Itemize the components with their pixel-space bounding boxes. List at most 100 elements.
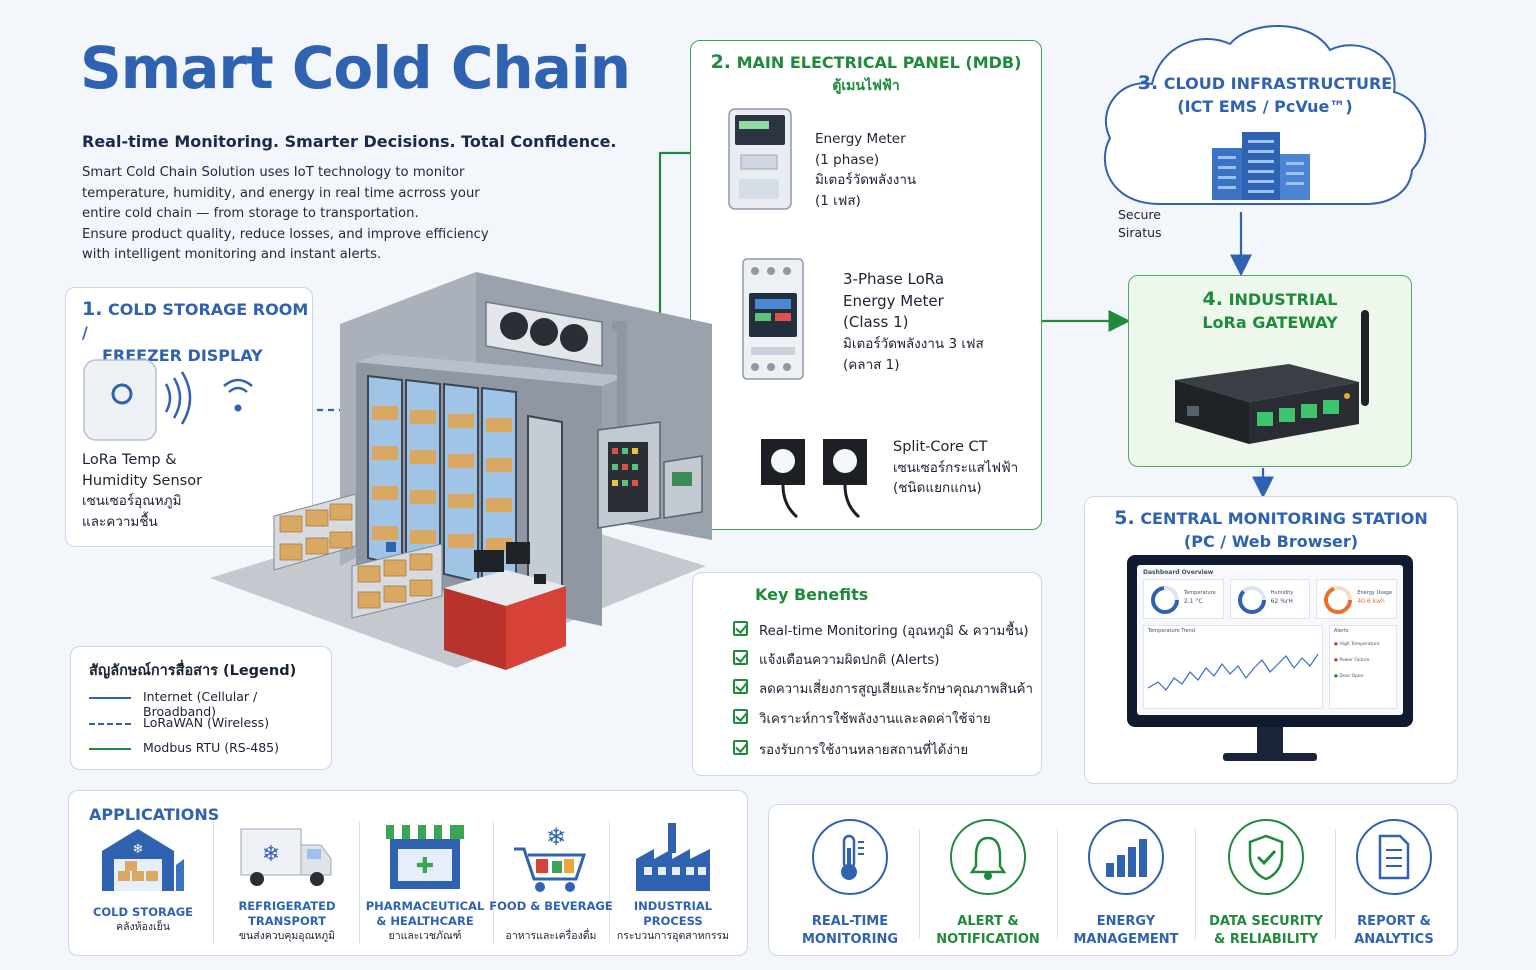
datacenter-icon — [1212, 132, 1310, 200]
cart-icon: ❄ — [514, 823, 587, 892]
gauge-temperature: Temperature 2.1 °C — [1143, 579, 1224, 619]
check-icon — [733, 679, 748, 694]
alert-item: ● High Temperature — [1334, 642, 1380, 647]
feature-alert-notification: ALERT &NOTIFICATION — [919, 819, 1057, 949]
storage-rack — [273, 493, 357, 571]
split-core-ct-label: Split-Core CT เซนเซอร์กระแสไฟฟ้า (ชนิดแย… — [893, 439, 1019, 496]
monitor-frame: Dashboard Overview Temperature 2.1 °C Hu… — [1127, 555, 1413, 727]
cloud-title: 3. CLOUD INFRASTRUCTURE (ICT EMS / PcVue… — [1137, 72, 1393, 116]
freezer-doors — [367, 374, 517, 592]
feature-data-security: DATA SECURITY& RELIABILITY — [1197, 819, 1335, 949]
feature-label: DATA SECURITY& RELIABILITY — [1209, 914, 1323, 947]
warehouse-icon: ❄ — [102, 829, 184, 891]
application-cold-storage: ❄ COLD STORAGE คลังห้องเย็น — [73, 821, 213, 935]
mdb-panel-card: 2. MAIN ELECTRICAL PANEL (MDB) ตู้เมนไฟฟ… — [690, 40, 1042, 530]
applications-card: APPLICATIONS ❄ COLD STORAGE คลังห้องเย็น… — [68, 790, 748, 956]
pharmacy-icon: ✚ — [386, 825, 464, 889]
benefits-title: Key Benefits — [755, 585, 869, 604]
description-line: entire cold chain — from storage to tran… — [82, 206, 419, 221]
benefit-item: แจ้งเตือนความผิดปกติ (Alerts) — [759, 653, 940, 668]
benefit-item: ลดความเสี่ยงการสูญเสียและรักษาคุณภาพสินค… — [759, 682, 1033, 697]
benefits-card: Key Benefits Real-time Monitoring (อุณหภ… — [692, 572, 1042, 776]
cold-room-illustration — [210, 272, 712, 670]
electrical-panel — [597, 421, 703, 529]
feature-report-analytics: REPORT &ANALYTICS — [1325, 819, 1463, 949]
benefit-item: Real-time Monitoring (อุณหภูมิ & ความชื้… — [759, 624, 1029, 639]
mdb-title-th: ตู้เมนไฟฟ้า — [832, 78, 900, 94]
bar-chart-icon — [1106, 839, 1147, 877]
legend-modbus-line — [89, 748, 131, 750]
check-icon — [733, 709, 748, 724]
checkout-counter — [444, 542, 566, 670]
gateway-title: 4. INDUSTRIAL LoRa GATEWAY — [1202, 288, 1338, 332]
applications-title: APPLICATIONS — [89, 805, 220, 824]
benefit-item: วิเคราะห์การใช้พลังงานและลดค่าใช้จ่าย — [759, 712, 991, 727]
cloud-shape — [1103, 25, 1427, 205]
truck-icon: ❄ — [240, 828, 332, 886]
energy-meter-1phase-label: Energy Meter (1 phase) มิเตอร์วัดพลังงาน… — [815, 131, 917, 209]
wifi-icon — [223, 378, 253, 387]
application-food-beverage: ❄ FOOD & BEVERAGE อาหารและเครื่องดื่ม — [489, 823, 613, 942]
gauge-humidity: Humidity 62 %rH — [1229, 579, 1311, 619]
description-line: temperature, humidity, and energy in rea… — [82, 185, 480, 201]
feature-label: ALERT &NOTIFICATION — [936, 914, 1040, 947]
energy-meter-3phase-icon — [742, 258, 804, 380]
check-icon — [733, 650, 748, 665]
application-industrial: INDUSTRIAL PROCESS กระบวนการอุตสาหกรรม — [603, 821, 743, 944]
condenser-unit — [485, 301, 603, 367]
bell-icon — [969, 836, 1007, 880]
tagline: Real-time Monitoring. Smarter Decisions.… — [82, 132, 617, 151]
page-title: Smart Cold Chain — [80, 34, 631, 102]
legend-title: สัญลักษณ์การสื่อสาร (Legend) — [89, 663, 297, 679]
gateway-card: 4. INDUSTRIAL LoRa GATEWAY — [1128, 275, 1412, 467]
mdb-title: 2. MAIN ELECTRICAL PANEL (MDB) — [710, 51, 1022, 73]
svg-text:❄: ❄ — [262, 842, 280, 867]
monitoring-station-card: 5. CENTRAL MONITORING STATION (PC / Web … — [1084, 496, 1458, 784]
gauges-row: Temperature 2.1 °C Humidity 62 %rH Energ… — [1143, 579, 1398, 619]
cold-storage-card: 1. COLD STORAGE ROOM / FREEZER DISPLAY L… — [65, 287, 313, 547]
legend-internet-line — [89, 697, 131, 699]
dashboard-screen: Dashboard Overview Temperature 2.1 °C Hu… — [1137, 565, 1403, 715]
dashboard-title: Dashboard Overview — [1143, 569, 1214, 576]
gauge-energy: Energy Usage 40.6 kwh — [1316, 579, 1398, 619]
trend-panel: Temperature Trend — [1143, 625, 1323, 709]
lora-gateway-icon — [1175, 310, 1369, 444]
svg-text:❄: ❄ — [546, 823, 566, 851]
description-line: Smart Cold Chain Solution uses IoT techn… — [82, 165, 465, 180]
application-refrigerated-transport: ❄ REFRIGERATED TRANSPORT ขนส่งควบคุมอุณห… — [217, 821, 357, 944]
feature-label: REPORT &ANALYTICS — [1354, 914, 1434, 947]
energy-meter-1phase-icon — [728, 108, 792, 210]
check-icon — [733, 621, 748, 636]
report-icon — [1378, 834, 1410, 880]
legend-internet-label: Internet (Cellular / Broadband) — [143, 689, 258, 719]
description-line: with intelligent monitoring and instant … — [82, 247, 382, 262]
lora-sensor-icon — [83, 359, 253, 441]
sensor-label: LoRa Temp & Humidity Sensor เซนเซอร์อุณห… — [82, 452, 203, 530]
storage-rack-front — [351, 542, 443, 619]
alert-item: ● Power Failure — [1334, 658, 1370, 663]
split-core-ct-icon — [761, 439, 867, 519]
application-pharmaceutical: ✚ PHARMACEUTICAL & HEALTHCARE ยาและเวชภั… — [355, 821, 495, 944]
trend-line — [1148, 653, 1319, 691]
monitor-stand — [1257, 727, 1283, 755]
cold-room-door — [527, 414, 563, 594]
legend-card: สัญลักษณ์การสื่อสาร (Legend) Internet (C… — [70, 646, 332, 770]
monitor-base — [1223, 753, 1317, 761]
legend-lorawan-line — [89, 723, 131, 725]
energy-meter-3phase-label: 3-Phase LoRa Energy Meter (Class 1) มิเต… — [843, 270, 984, 373]
legend-lorawan-label: LoRaWAN (Wireless) — [143, 715, 270, 730]
legend-modbus-label: Modbus RTU (RS-485) — [143, 740, 279, 755]
shield-check-icon — [1248, 834, 1284, 881]
svg-text:❄: ❄ — [133, 842, 144, 857]
station-title: 5. CENTRAL MONITORING STATION (PC / Web … — [1114, 507, 1428, 551]
alerts-panel: Alerts ● High Temperature ● Power Failur… — [1329, 625, 1397, 709]
description-line: Ensure product quality, reduce losses, a… — [82, 226, 489, 242]
svg-text:✚: ✚ — [416, 854, 434, 879]
alert-item: ● Door Open — [1334, 674, 1364, 679]
description: Smart Cold Chain Solution uses IoT techn… — [82, 163, 502, 266]
